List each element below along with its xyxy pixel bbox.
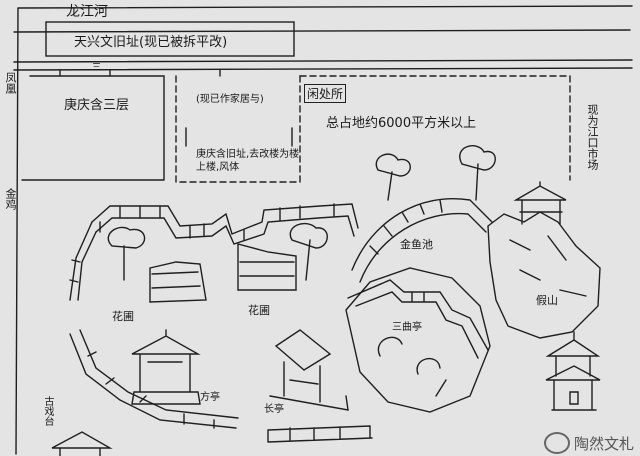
fence-bottom — [267, 425, 373, 443]
huapu-label-2: 花圃 — [248, 304, 270, 317]
building-mid-note: (现已作家居与) — [196, 94, 264, 105]
heading-label: 天兴文旧址(现已被拆平改) — [74, 35, 228, 50]
changting-label: 长亭 — [264, 404, 284, 415]
heading-box — [45, 21, 295, 57]
gucaitai-label: 古戏台 — [42, 396, 53, 426]
building-right-outline — [299, 75, 571, 181]
chat-bubble-icon — [543, 432, 570, 454]
right-vertical-label: 现为江口市场 — [586, 104, 599, 170]
huapu-label-1: 花圃 — [112, 310, 134, 323]
watermark: 陶然文札 — [543, 432, 634, 454]
baijiao-label: 闲处所 — [304, 84, 347, 103]
zigzag-bridge — [347, 279, 489, 359]
building-left-outline — [21, 75, 165, 181]
pavilion-bottom-left — [51, 431, 113, 456]
square-pavilion — [131, 329, 201, 405]
arched-bridge — [351, 198, 493, 283]
rock-hill — [345, 267, 491, 413]
building-mid-detail: 庚庆含旧址,去改楼为楼上楼,风体 — [196, 149, 300, 173]
tree-left — [107, 226, 146, 281]
page-border — [13, 5, 633, 455]
jinyu-label: 金鱼池 — [400, 238, 433, 251]
fangting-label: 方亭 — [200, 392, 220, 403]
sanquting-label: 三曲亭 — [392, 322, 422, 333]
upper-left-label: 三 — [92, 63, 102, 73]
pavilion-top-right — [513, 181, 567, 225]
left-vertical-label-1: 凤凰 — [4, 72, 17, 94]
zigzag-fence-upper — [91, 203, 359, 245]
garden-bed-mid — [237, 243, 297, 291]
area-note: 总占地约6000平方米以上 — [326, 116, 477, 131]
tree-mid — [289, 222, 328, 281]
garden-bed-left — [149, 261, 207, 303]
building-mid-outline — [175, 75, 301, 183]
title-top: 龙江河 — [66, 4, 108, 20]
fence-bottom-left — [69, 329, 239, 429]
jiashan-label: 假山 — [536, 294, 558, 307]
long-pavilion — [269, 329, 349, 411]
watermark-text: 陶然文札 — [573, 434, 634, 453]
left-vertical-label-2: 金鸡 — [4, 188, 17, 210]
fence-left-vertical — [69, 221, 97, 301]
tree-right — [375, 153, 411, 201]
tower-bottom-right — [545, 331, 601, 411]
rockery — [487, 211, 601, 339]
building-left-label: 庚庆含三层 — [64, 98, 130, 113]
